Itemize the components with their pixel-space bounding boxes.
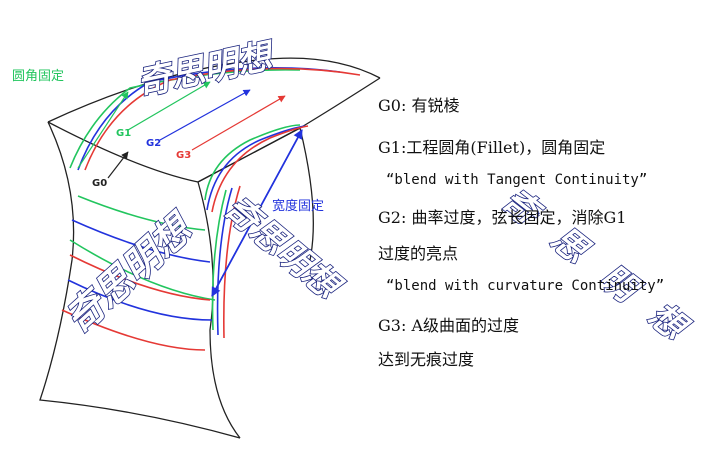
width-fixed-label: 宽度固定 — [272, 198, 324, 214]
watermark-top: 奇思明想 — [134, 35, 280, 103]
g0-label: G0 — [92, 178, 107, 189]
note-g3-cont: 达到无痕过度 — [378, 350, 475, 369]
g3-label: G3 — [176, 150, 191, 161]
note-g2: G2: 曲率过度，弦长固定，消除G1 — [378, 208, 627, 227]
indicator-arrows — [77, 81, 303, 297]
note-g0: G0: 有锐棱 — [378, 96, 460, 115]
note-g2-cont: 过度的亮点 — [378, 244, 459, 263]
fillet-fixed-label: 圆角固定 — [12, 69, 64, 84]
note-g3: G3: A级曲面的过度 — [378, 316, 519, 335]
note-g1-quote: “blend with Tangent Continuity” — [386, 172, 648, 188]
g3-curves — [61, 67, 361, 351]
note-g1: G1:工程圆角(Fillet)，圆角固定 — [378, 138, 606, 157]
g1-curves — [69, 69, 301, 331]
watermark-left: 奇思明想 — [57, 204, 203, 342]
note-g2-quote: “blend with curvature Continuity” — [386, 278, 665, 294]
g2-label: G2 — [146, 138, 161, 149]
g1-label: G1 — [116, 128, 131, 139]
surface-outline — [39, 57, 381, 439]
